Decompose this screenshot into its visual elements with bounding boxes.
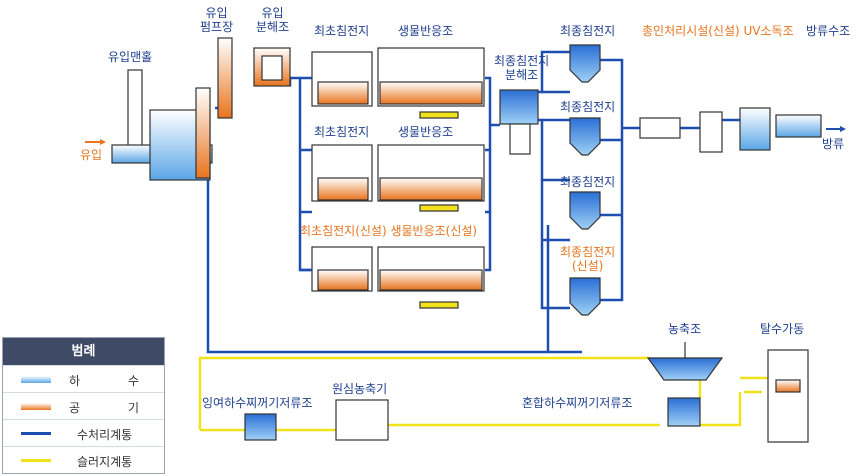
label-dewatering: 탈수가동 (760, 322, 805, 336)
legend: 범례 하 수 공 기 수처리계통 슬러지계통 (2, 337, 165, 474)
legend-swatch-sludge (21, 459, 51, 462)
train-1 (311, 47, 485, 119)
inflow-arrow (85, 139, 106, 145)
legend-row-water: 수처리계통 (3, 419, 164, 446)
dewatering-unit (767, 349, 809, 443)
legend-label-sewage: 하 수 (69, 374, 139, 388)
legend-label-air: 공 기 (69, 401, 139, 415)
legend-row-sludge: 슬러지계통 (3, 446, 164, 473)
label-bioreactor-2: 생물반응조 (398, 125, 454, 139)
label-thickener: 농축조 (668, 322, 702, 336)
legend-row-sewage: 하 수 (3, 365, 164, 392)
label-discharge-tank: 방류수조 (806, 24, 851, 38)
discharge-arrow (826, 126, 846, 132)
label-final-distribution: 최종침전지 분해조 (494, 54, 550, 82)
label-inflow-manhole: 유입맨홀 (108, 50, 153, 64)
final-distribution-unit (499, 89, 539, 155)
label-discharge: 방류 (822, 137, 845, 151)
label-final-clarifier-1: 최종침전지 (560, 24, 616, 38)
final-clarifiers (569, 44, 601, 316)
label-inflow-pump: 유입 펌프장 (200, 6, 234, 34)
inflow-manhole-unit (111, 69, 213, 181)
legend-label-water: 수처리계통 (77, 428, 133, 442)
label-mixed-sludge-filter: 혼합하수찌꺼기저류조 (522, 396, 633, 410)
label-primary-clarifier-1: 최초침전지 (314, 24, 370, 38)
legend-swatch-sewage (21, 376, 51, 383)
label-bioreactor-1: 생물반응조 (398, 24, 454, 38)
label-inflow: 유입 (80, 148, 103, 162)
thickener-unit (646, 342, 724, 381)
legend-swatch-air (21, 403, 51, 410)
label-final-clarifier-new: 최종침전지 (신설) (560, 245, 616, 273)
label-final-clarifier-2: 최종침전지 (560, 100, 616, 114)
label-primary-clarifier-2: 최초침전지 (314, 125, 370, 139)
label-phosphorus-facility: 총인처리시설(신설) UV소독조 (642, 24, 794, 38)
train-3 (311, 246, 485, 309)
water-lines (206, 50, 740, 354)
phosphorus-uv-unit (639, 107, 822, 153)
label-primary-clarifier-new: 최초침전지(신설) 생물반응조(신설) (300, 224, 478, 238)
legend-label-sludge: 슬러지계통 (77, 455, 133, 469)
legend-title: 범례 (3, 338, 164, 365)
inflow-distribution-unit (253, 47, 291, 87)
label-inflow-distribution: 유입 분해조 (256, 6, 290, 34)
label-final-clarifier-3: 최종침전지 (560, 175, 616, 189)
label-centrifugal-thickener: 원심농축기 (332, 382, 388, 396)
legend-swatch-water (21, 432, 51, 435)
sludge-tanks (244, 397, 701, 441)
label-excess-sludge-filter: 잉여하수찌꺼기저류조 (202, 396, 313, 410)
legend-row-air: 공 기 (3, 392, 164, 419)
train-2 (311, 144, 485, 212)
inflow-pump-unit (217, 37, 233, 119)
